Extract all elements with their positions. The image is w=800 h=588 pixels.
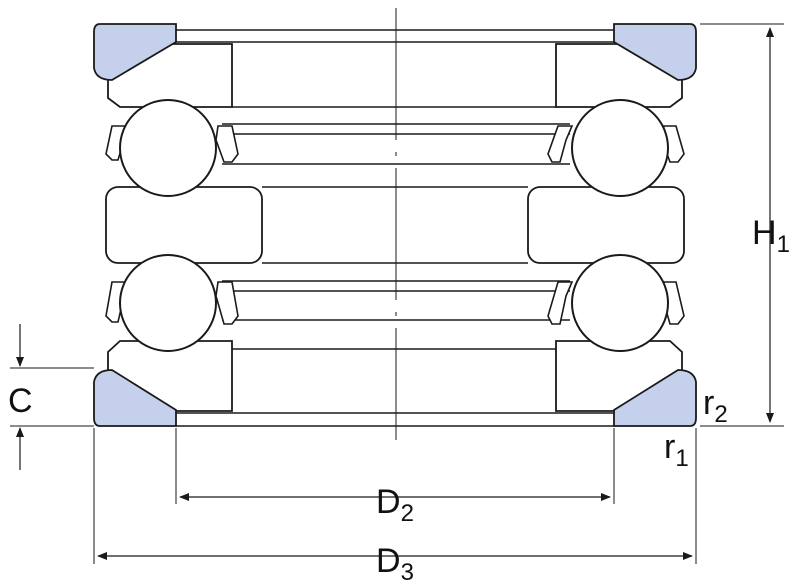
d2-label: D2 <box>376 483 414 527</box>
chamfer-label: C <box>8 382 33 420</box>
ball-upper-left <box>119 99 217 197</box>
seat-ring-bottom-right <box>613 369 697 427</box>
r1-label: r1 <box>664 428 689 472</box>
r2-label: r2 <box>703 384 728 428</box>
d3-label: D3 <box>376 542 414 586</box>
height-label: H1 <box>752 214 790 258</box>
ball-upper-right <box>571 99 669 197</box>
top-housing-washer <box>107 43 683 108</box>
d2-dimension: D2 <box>175 428 615 527</box>
d3-dimension: D3 <box>93 428 697 586</box>
central-shaft-washer <box>105 186 685 264</box>
ball-lower-right <box>571 254 669 352</box>
seat-ring-top-left <box>93 23 177 81</box>
seat-ring-bottom-left <box>93 369 177 427</box>
ball-lower-left <box>119 254 217 352</box>
chamfer-dimension: C <box>8 324 94 470</box>
balls <box>119 99 669 352</box>
seat-ring-top-right <box>613 23 697 81</box>
bottom-housing-washer <box>107 340 683 412</box>
seat-rings <box>93 23 697 427</box>
height-dimension: H1 <box>700 23 790 427</box>
